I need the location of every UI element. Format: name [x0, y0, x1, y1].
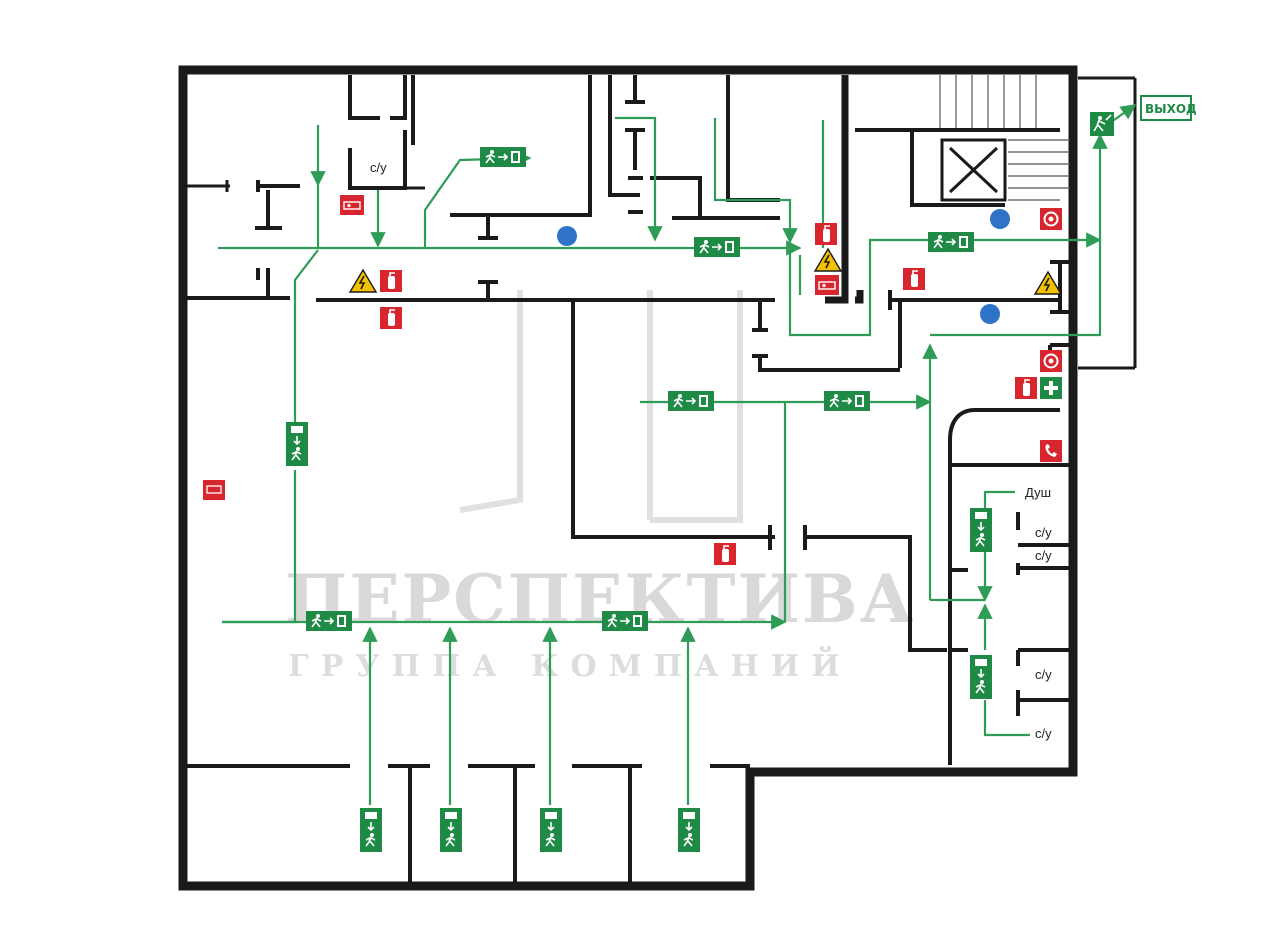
fire-alarm-button-icon [1039, 207, 1063, 231]
fire-hose-icon [814, 274, 840, 296]
room-labels: с/у Душ с/у с/у с/у с/у [370, 160, 1052, 741]
safety-equipment [203, 194, 1063, 566]
exit-signs: ВЫХОД [285, 95, 1197, 853]
running-man-exit-icon [439, 807, 463, 853]
watermark-title: ПЕРСПЕКТИВА [285, 560, 915, 638]
running-man-exit-icon [305, 610, 353, 632]
running-man-exit-icon [969, 654, 993, 700]
fire-hose-icon [203, 480, 225, 500]
assembly-point-marker [980, 304, 1000, 324]
wc-label: с/у [1035, 667, 1052, 682]
assembly-point-marker [990, 209, 1010, 229]
fire-extinguisher-icon [1014, 376, 1038, 400]
assembly-point-marker [557, 226, 577, 246]
fire-extinguisher-icon [713, 542, 737, 566]
running-man-exit-icon [285, 421, 309, 467]
fire-alarm-button-icon [1039, 349, 1063, 373]
high-voltage-warning-icon [814, 248, 842, 272]
running-man-exit-icon [359, 807, 383, 853]
running-man-exit-icon [693, 236, 741, 258]
fire-extinguisher-icon [379, 269, 403, 293]
wc-label: с/у [1035, 525, 1052, 540]
interior-walls [187, 75, 1137, 882]
high-voltage-warning-icon [349, 269, 377, 293]
running-man-exit-icon [479, 146, 527, 168]
watermark: ПЕРСПЕКТИВА ГРУППА КОМПАНИЙ [285, 290, 915, 684]
running-man-exit-icon [539, 807, 563, 853]
fire-extinguisher-icon [902, 267, 926, 291]
wc-label: с/у [370, 160, 387, 175]
wc-label: с/у [1035, 726, 1052, 741]
fire-extinguisher-icon [814, 222, 838, 246]
wc-label: с/у [1035, 548, 1052, 563]
fire-extinguisher-icon [379, 306, 403, 330]
running-man-exit-icon [969, 507, 993, 553]
running-man-exit-icon [927, 231, 975, 253]
running-man-exit-icon [823, 390, 871, 412]
evacuation-routes [218, 104, 1137, 805]
running-man-exit-icon [667, 390, 715, 412]
exit-label-sign: ВЫХОД [1140, 95, 1197, 121]
shower-label: Душ [1025, 485, 1051, 500]
fire-hose-icon [339, 194, 365, 216]
first-aid-icon [1040, 377, 1062, 399]
running-man-exit-icon [1090, 112, 1114, 136]
running-man-exit-icon [677, 807, 701, 853]
exit-label: ВЫХОД [1145, 102, 1197, 116]
emergency-phone-icon [1040, 440, 1062, 462]
outer-walls [178, 65, 1078, 891]
watermark-subtitle: ГРУППА КОМПАНИЙ [288, 646, 852, 684]
running-man-exit-icon [601, 610, 649, 632]
high-voltage-warning-icon [1034, 271, 1062, 295]
